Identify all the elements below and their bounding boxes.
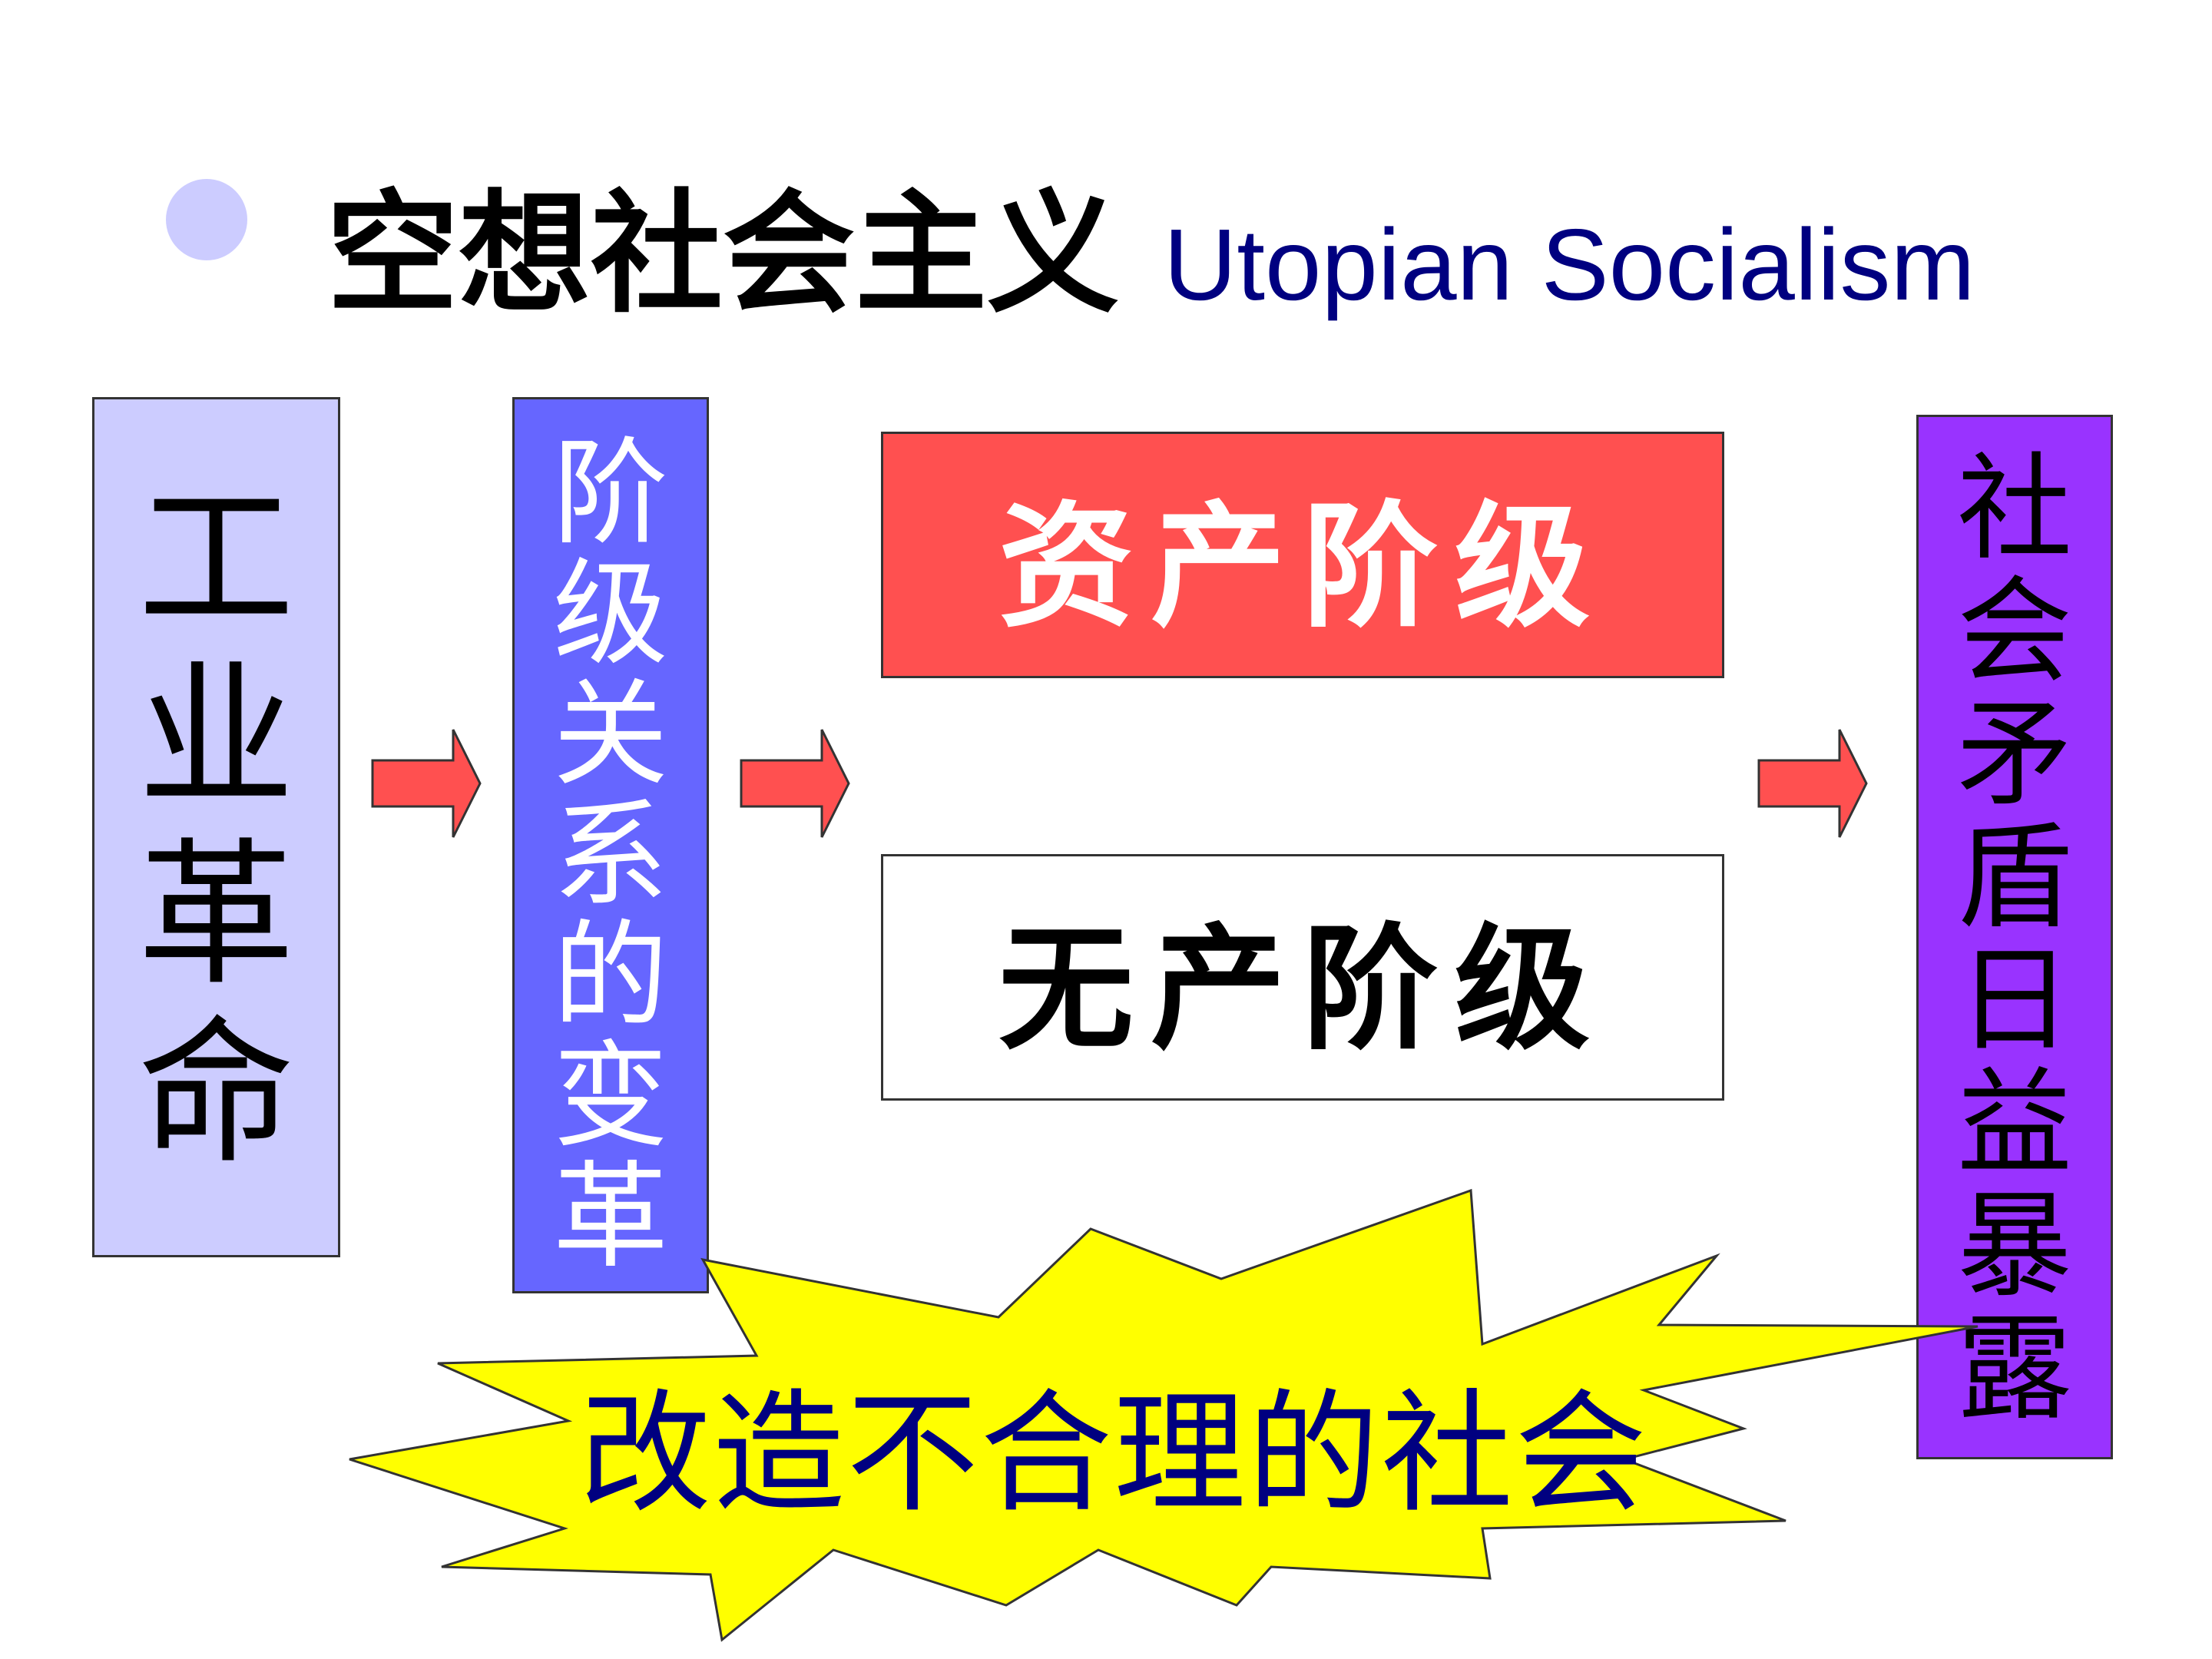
- box-char: 的: [552, 909, 668, 1043]
- title-bullet: [166, 179, 247, 260]
- title-chinese: 空想社会主义: [326, 177, 1119, 331]
- box-char: 革: [137, 825, 295, 1007]
- box-char: 暴: [1956, 1180, 2072, 1313]
- box-char: 级: [552, 548, 668, 681]
- box-char: 会: [1956, 565, 2072, 699]
- bourgeoisie-box: 资产阶级: [881, 432, 1724, 678]
- class-relations-change-box: 阶 级 关 系 的 变 革: [512, 397, 709, 1293]
- proletariat-label: 无产阶级: [998, 909, 1607, 1068]
- box-char: 矛: [1956, 688, 2072, 822]
- box-char: 系: [552, 789, 668, 922]
- box-char: 阶: [552, 427, 668, 561]
- social-contradiction-box: 社 会 矛 盾 日 益 暴 露: [1916, 415, 2113, 1459]
- box-char: 日: [1956, 934, 2072, 1068]
- box-char: 社: [1956, 442, 2072, 576]
- arrow-right-icon: [371, 729, 482, 838]
- slogan-text: 改造不合理的社会: [579, 1376, 1648, 1531]
- arrow-right-icon: [740, 729, 850, 838]
- arrow-right-icon: [1757, 729, 1868, 838]
- title-english: Utopian Socialism: [1164, 208, 1975, 321]
- industrial-revolution-box: 工 业 革 命: [92, 397, 340, 1257]
- box-char: 命: [137, 1003, 295, 1185]
- bourgeoisie-label: 资产阶级: [998, 487, 1607, 646]
- box-char: 变: [552, 1030, 668, 1164]
- box-char: 革: [552, 1151, 668, 1284]
- box-char: 露: [1956, 1303, 2072, 1436]
- box-char: 益: [1956, 1057, 2072, 1190]
- box-char: 业: [137, 647, 295, 829]
- proletariat-box: 无产阶级: [881, 854, 1724, 1101]
- box-char: 工: [137, 469, 295, 651]
- box-char: 关: [552, 668, 668, 802]
- box-char: 盾: [1956, 811, 2072, 945]
- page-title: 空想社会主义 Utopian Socialism: [326, 146, 1975, 331]
